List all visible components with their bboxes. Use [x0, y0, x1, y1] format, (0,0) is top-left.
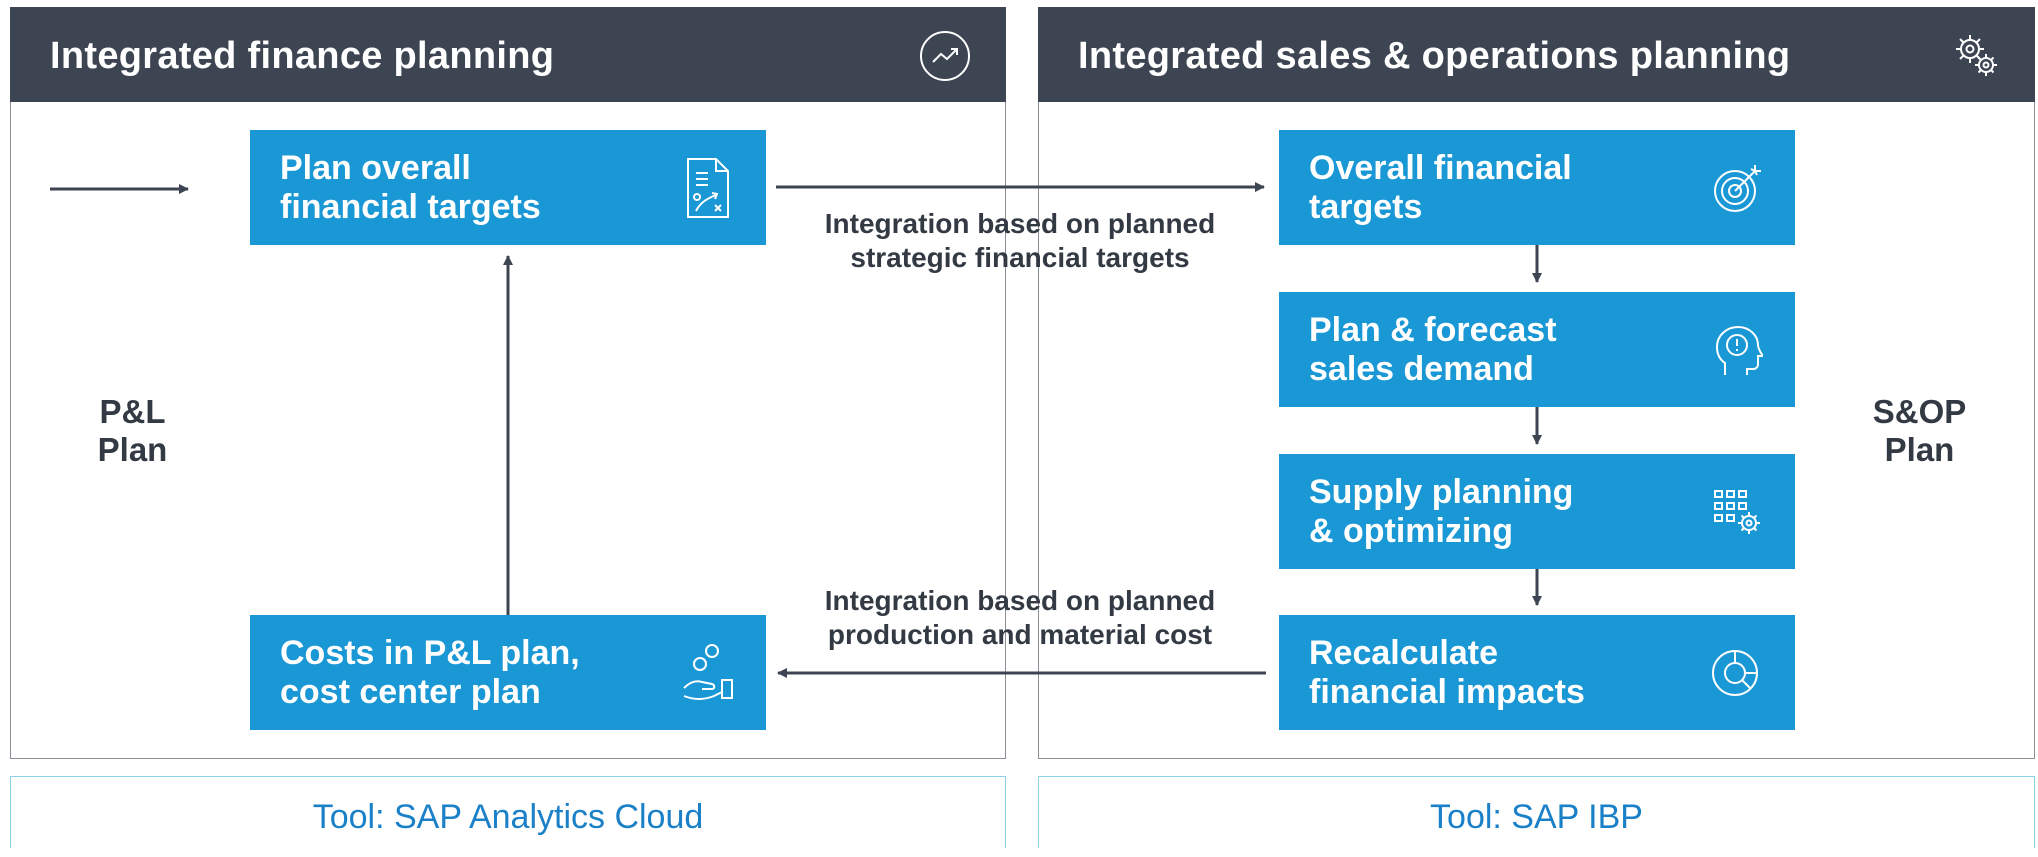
- box-label: Recalculate financial impacts: [1309, 633, 1585, 711]
- box-label: Plan overall financial targets: [280, 148, 541, 226]
- box-label: Plan & forecast sales demand: [1309, 310, 1557, 388]
- recalculate-impacts-box: Recalculate financial impacts: [1279, 615, 1795, 730]
- pl-plan-label: P&L Plan: [97, 393, 168, 468]
- sop-plan-label: S&OP Plan: [1872, 393, 1967, 468]
- finance-tool-label: Tool: SAP Analytics Cloud: [10, 776, 1006, 848]
- target-icon: [1714, 164, 1761, 212]
- box-label: Supply planning & optimizing: [1309, 472, 1574, 550]
- grid-gear-icon: [1714, 489, 1760, 534]
- trend-up-icon: [920, 31, 970, 81]
- plan-financial-targets-box: Plan overall financial targets: [250, 130, 766, 245]
- box-label: Costs in P&L plan, cost center plan: [280, 633, 580, 711]
- finance-panel-title: Integrated finance planning: [50, 35, 555, 77]
- sop-panel-title: Integrated sales & operations planning: [1078, 35, 1791, 77]
- head-idea-icon: [1715, 325, 1763, 375]
- box-label: Overall financial targets: [1309, 148, 1572, 226]
- strategy-document-icon: [687, 157, 729, 218]
- sop-tool-label: Tool: SAP IBP: [1038, 776, 2035, 848]
- overall-financial-targets-box: Overall financial targets: [1279, 130, 1795, 245]
- hand-coins-icon: [683, 643, 733, 700]
- integration-production-label: Integration based on planned production …: [824, 585, 1216, 650]
- sop-panel-header: Integrated sales & operations planning: [1038, 7, 2035, 102]
- plan-forecast-sales-box: Plan & forecast sales demand: [1279, 292, 1795, 407]
- finance-panel-header: Integrated finance planning: [10, 7, 1006, 102]
- pie-chart-icon: [1712, 649, 1758, 696]
- integration-strategic-label: Integration based on planned strategic f…: [824, 208, 1216, 273]
- supply-planning-box: Supply planning & optimizing: [1279, 454, 1795, 569]
- costs-pl-plan-box: Costs in P&L plan, cost center plan: [250, 615, 766, 730]
- gears-icon: [1956, 35, 1997, 76]
